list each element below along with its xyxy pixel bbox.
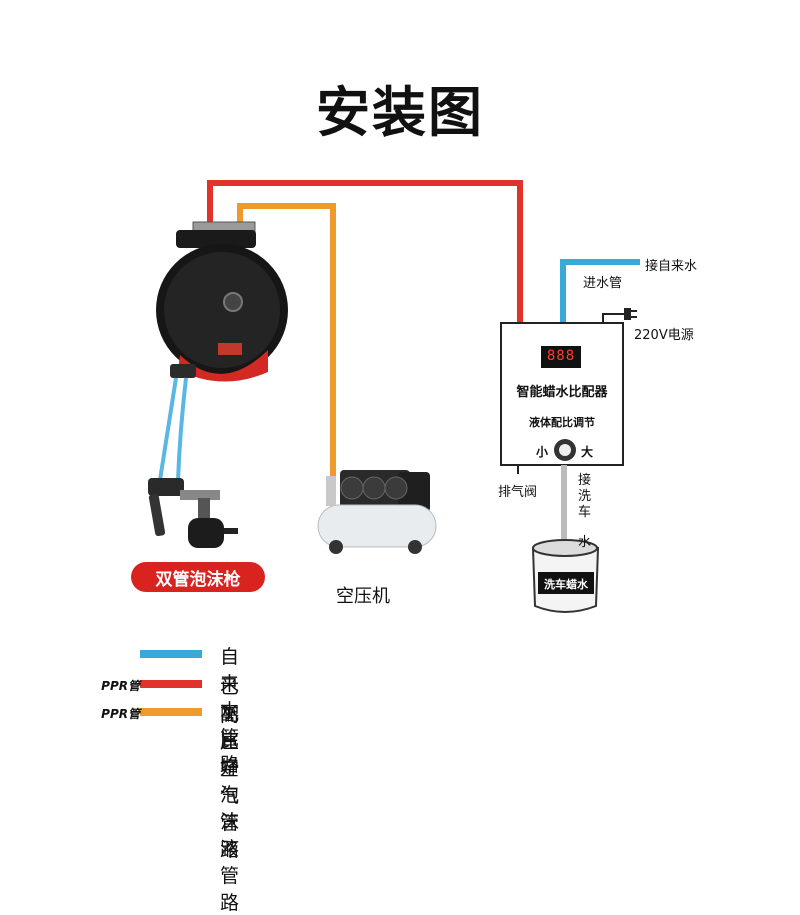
knob-large-label: 大	[581, 445, 594, 459]
ratio-controller	[500, 322, 624, 474]
legend-swatch-water	[140, 650, 202, 658]
foam-gun-icon	[148, 478, 238, 548]
legend-ppr-label: PPR管	[101, 707, 140, 721]
installation-diagram	[131, 180, 640, 716]
gun-hoses	[158, 377, 188, 481]
hose-reel	[156, 221, 288, 382]
tap-label: 接自来水	[645, 259, 698, 274]
page-title: 安装图	[316, 81, 484, 144]
adjust-label: 液体配比调节	[529, 416, 595, 429]
foam-gun-label-pill	[131, 562, 265, 592]
to-car-wash-label: 接 洗 车 水	[578, 473, 592, 550]
legend-ppr-label: PPR管	[101, 679, 140, 693]
foam-gun-label: 双管泡沫枪	[155, 570, 241, 590]
compressor-icon	[317, 470, 437, 554]
legend-swatch-air	[140, 708, 202, 716]
legend-text: 自来水管路	[220, 646, 240, 776]
inlet-label: 进水管	[583, 276, 623, 291]
controller-display: 888	[546, 348, 576, 364]
power-cable	[602, 308, 637, 323]
compressor-label: 空压机	[336, 586, 390, 607]
exhaust-label: 排气阀	[498, 485, 538, 500]
wax-bucket-icon	[531, 539, 600, 613]
air-pipe	[237, 203, 336, 478]
water-inlet-pipe	[560, 259, 640, 323]
legend-swatch-foam	[140, 680, 202, 688]
power-label: 220V电源	[634, 328, 694, 343]
bucket-label: 洗车蜡水	[544, 578, 588, 591]
legend-text: 高压空气管路	[220, 704, 240, 861]
foam-pipe	[207, 180, 523, 323]
knob-small-label: 小	[536, 445, 549, 459]
controller-name: 智能蜡水比配器	[516, 385, 608, 400]
